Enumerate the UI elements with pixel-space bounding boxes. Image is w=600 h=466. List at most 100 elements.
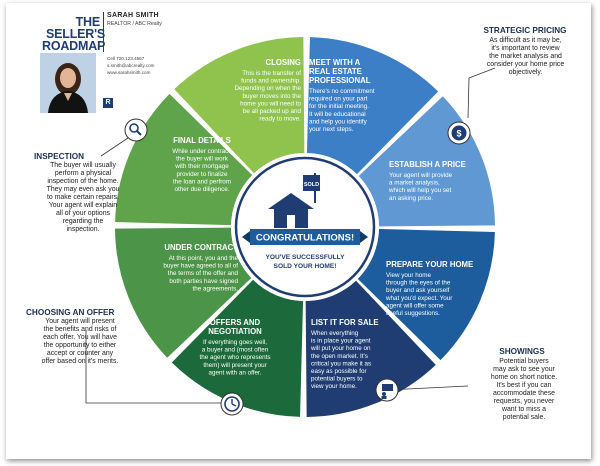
- segment-meet-body: for the initial meeting.: [309, 103, 369, 110]
- strategic-line: consider your home price: [486, 61, 565, 68]
- segment-offers-body: them) will present your: [203, 362, 266, 369]
- center-subtitle-2: SOLD YOUR HOME!: [274, 263, 337, 270]
- title-line-2: SELLER'S: [46, 27, 106, 41]
- segment-price-title: ESTABLISH A PRICE: [389, 160, 466, 169]
- segment-meet-body: It will be educational: [309, 111, 366, 118]
- showings-line: requests, you never: [493, 398, 555, 405]
- strategic-line: objectively.: [508, 69, 543, 76]
- inspection-title: INSPECTION: [34, 152, 85, 161]
- segment-final-body: other due diligence.: [175, 186, 230, 193]
- segment-meet-title: REAL ESTATE: [309, 67, 362, 76]
- title-line-1: THE: [75, 15, 101, 29]
- segment-contract-title: UNDER CONTRACT: [164, 243, 238, 252]
- segment-contract: [115, 227, 252, 358]
- segment-list-body: When everything: [311, 330, 359, 337]
- showings-line: potential sale.: [502, 414, 546, 421]
- segment-offers-body: a buyer and (most often: [202, 347, 269, 354]
- segment-closing-body: Depending on when the: [234, 85, 301, 92]
- segment-final: [115, 93, 253, 226]
- clock-icon: [220, 392, 244, 416]
- segment-closing-body: be all packed up and: [243, 108, 302, 115]
- banner-text: CONGRATULATIONS!: [256, 233, 354, 244]
- segment-offers-body: If everything goes well,: [203, 339, 267, 346]
- showings-line: Potential buyers: [499, 358, 549, 365]
- inspection-line: The buyer will usually: [50, 162, 116, 169]
- segment-prepare-body: agent will offer some: [386, 302, 444, 309]
- segment-final-body: the buyer will work: [176, 156, 229, 163]
- segment-prepare: [357, 228, 495, 361]
- segment-prepare-body: useful suggestions.: [386, 310, 440, 317]
- congratulations-banner: CONGRATULATIONS!: [242, 229, 368, 245]
- center-subtitle-1: YOU'VE SUCCESSFULLY: [266, 254, 346, 261]
- segment-closing-title: CLOSING: [265, 58, 301, 67]
- segment-list-body: potential buyers to: [311, 376, 363, 383]
- inspection-line: inspection.: [66, 226, 100, 233]
- strategic-line: it's important to review: [491, 45, 560, 52]
- strategic-line: the market analysis and: [489, 53, 562, 60]
- segment-offers-body: agent with an offer.: [208, 369, 261, 376]
- inspection-line: inspection of the home.: [47, 178, 119, 185]
- sold-house-icon: SOLD: [268, 173, 320, 228]
- segment-closing: [174, 37, 305, 174]
- segment-offers-body: the agent who represents: [199, 354, 270, 361]
- segment-prepare-body: what you'd expect. Your: [385, 295, 452, 302]
- segment-final-body: While under contract,: [172, 148, 232, 155]
- segment-list-body: critical you make it as: [311, 360, 371, 367]
- agent-name: SARAH SMITH: [107, 12, 159, 19]
- inspection-line: all of your options: [55, 210, 110, 217]
- segment-prepare-body: buyer and ask yourself: [386, 287, 450, 294]
- segment-list: [305, 280, 436, 417]
- showings-line: home on short notice.: [490, 374, 558, 381]
- strategic-pricing-body: As difficult as it may be,it's important…: [468, 37, 583, 77]
- segment-final-body: provider to finalize: [176, 171, 228, 178]
- segment-prepare-body: View your home: [386, 272, 432, 279]
- segment-list-body: view your home.: [311, 383, 357, 390]
- strategic-line: As difficult as it may be,: [489, 37, 562, 44]
- segment-prepare-title: PREPARE YOUR HOME: [386, 260, 473, 269]
- offer-line: the benefits and risks of: [43, 326, 117, 333]
- segment-price-body: a market analysis,: [389, 180, 440, 187]
- segment-closing-body: home you will need to: [240, 100, 301, 107]
- agent-website[interactable]: www.sarahsmith.com: [107, 70, 151, 75]
- offer-line: accept or counter any: [46, 350, 114, 357]
- agent-cell: Cell 720.123.4567: [107, 56, 145, 61]
- inspection-line: They may even ask you: [46, 186, 120, 193]
- strategic-pricing-title: STRATEGIC PRICING: [483, 26, 567, 35]
- segment-list-title: LIST IT FOR SALE: [311, 318, 379, 327]
- inspection-line: regarding the: [62, 218, 104, 225]
- presenter-icon: [375, 378, 399, 402]
- segment-meet-body: and help you identify: [309, 118, 368, 125]
- segment-list-body: is in place your agent: [311, 338, 371, 345]
- segment-closing-body: This is the transfer of: [242, 70, 301, 77]
- segment-final-body: the loan and perfrom: [173, 178, 231, 185]
- segment-final-title: FINAL DETAILS: [173, 136, 231, 145]
- segment-contract-body: At this point, you and the: [169, 255, 239, 262]
- showings-line: accommodate these: [492, 390, 556, 397]
- sold-sign-text: SOLD: [304, 182, 319, 188]
- segment-meet-body: There's no commitment: [309, 88, 375, 95]
- agent-email[interactable]: s.smith@abcrealty.com: [107, 63, 155, 68]
- segment-contract-body: buyer have agreed to all of: [163, 263, 238, 270]
- segment-offers-title: OFFERS AND: [210, 318, 261, 327]
- segment-final-body: with their mortgage: [174, 163, 229, 170]
- roadmap-card: THE SELLER'S ROADMAP SARAH SMITH REALTOR…: [6, 3, 591, 459]
- svg-text:$: $: [456, 129, 461, 139]
- agent-role: REALTOR / ABC Realty: [107, 21, 162, 27]
- segment-closing-body: buyer moves into the: [243, 93, 302, 100]
- segment-contract-body: the agreements.: [192, 285, 238, 292]
- choosing-offer-title: CHOOSING AN OFFER: [26, 308, 115, 317]
- offer-line: Your agent will present: [45, 318, 115, 325]
- center-ring: [234, 156, 376, 298]
- segment-closing-body: ready to move.: [259, 116, 301, 123]
- segment-prepare-body: through the eyes of the: [386, 280, 451, 287]
- header-divider: [103, 12, 104, 52]
- segment-meet-body: required on your part: [309, 96, 368, 103]
- segment-price-body: an asking price.: [389, 195, 433, 202]
- segment-list-body: easy as possible for: [311, 368, 367, 375]
- dollar-icon: $: [447, 121, 471, 145]
- agent-photo: [40, 53, 96, 113]
